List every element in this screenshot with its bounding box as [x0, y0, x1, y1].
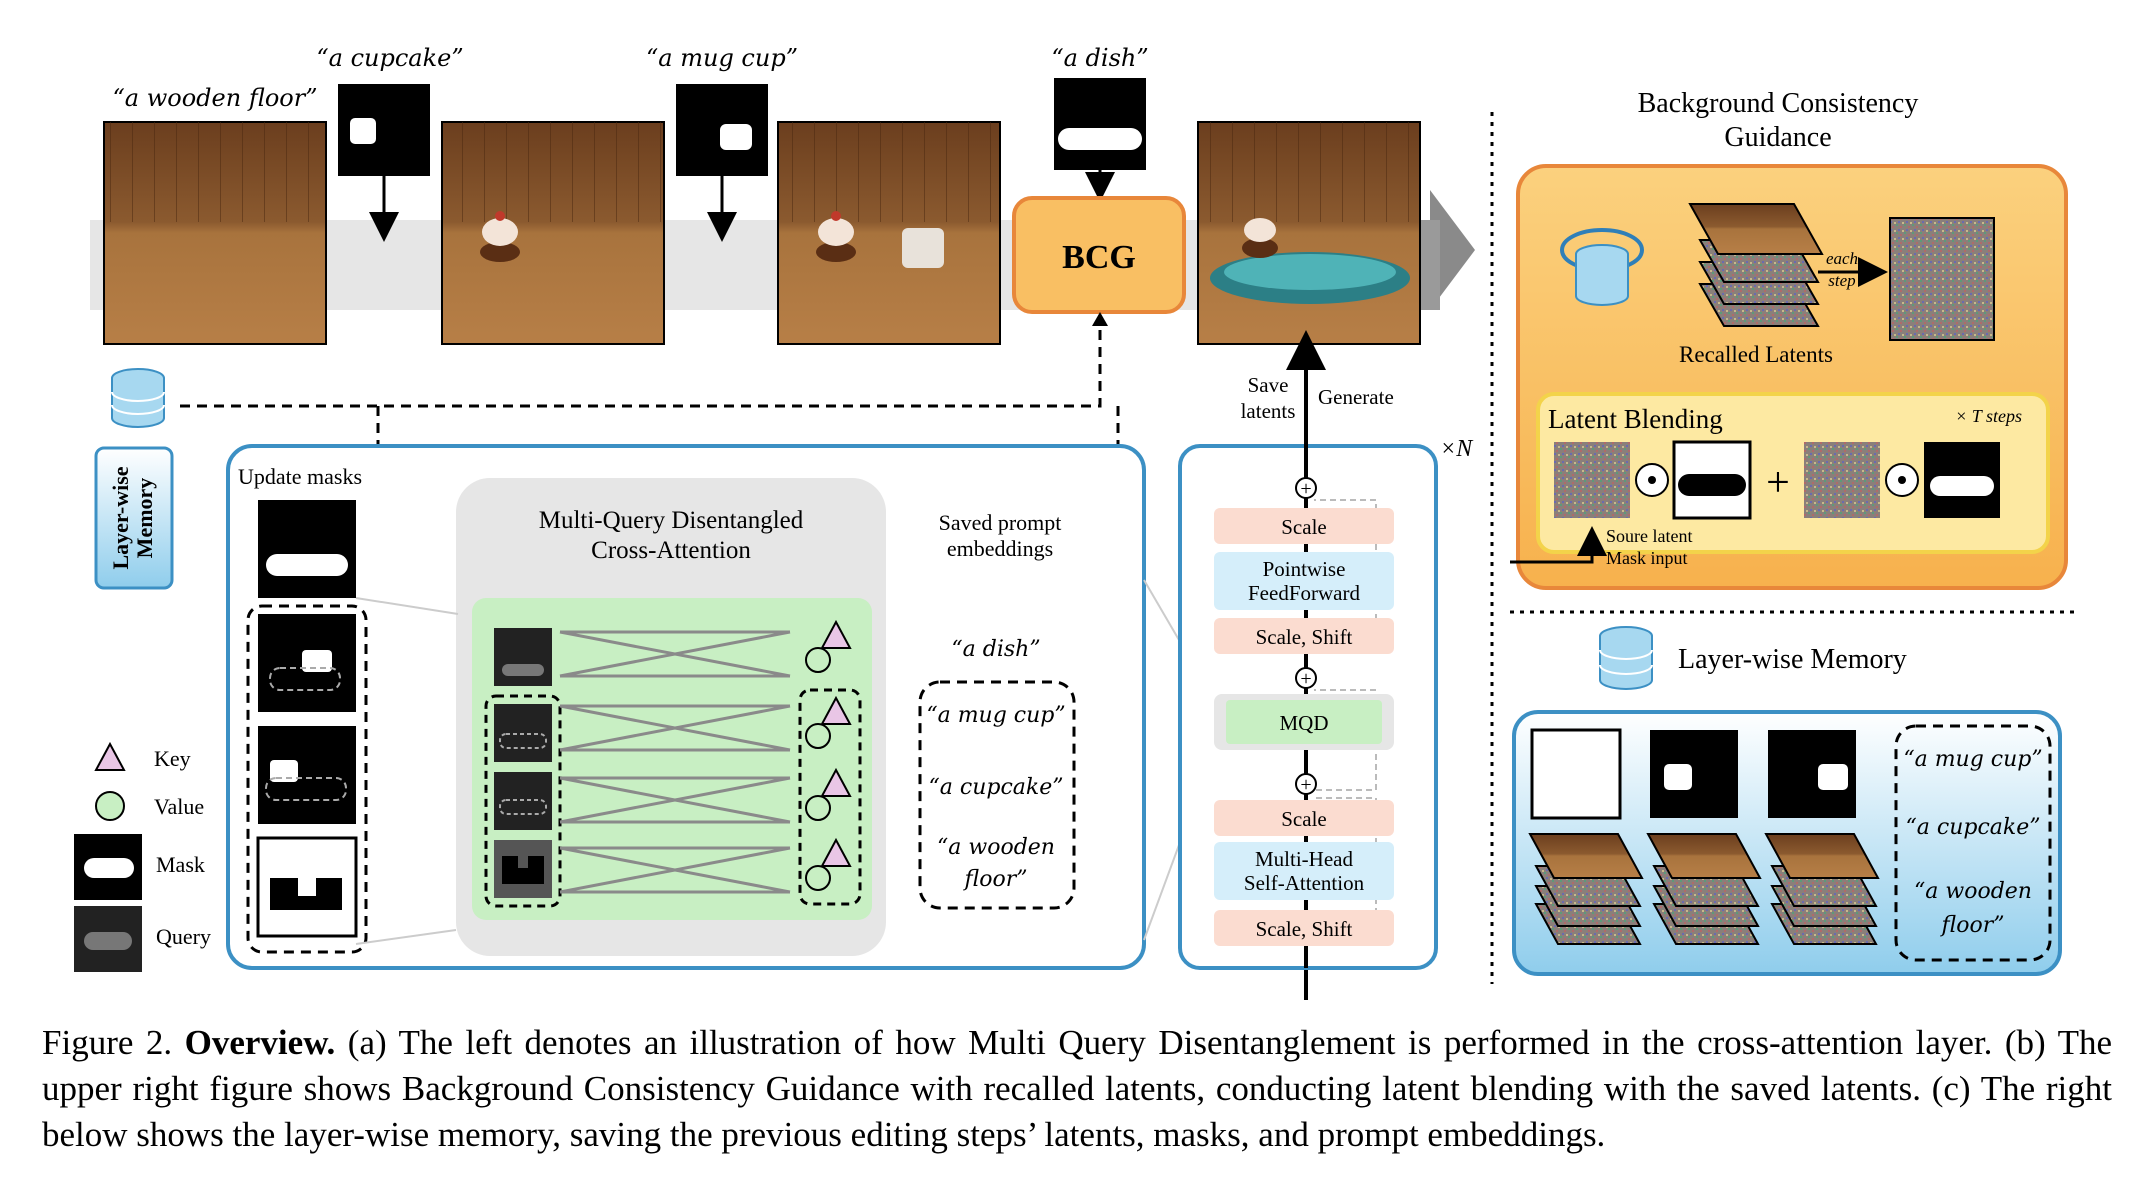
layer-scale-top-label: Scale [1281, 515, 1326, 539]
layer-scale-shift-bottom [1214, 910, 1394, 946]
bcg-title-2: Guidance [1724, 122, 1831, 153]
saved-prompt-floor-2: floor” [963, 867, 1028, 892]
svg-text:+: + [1300, 668, 1311, 690]
legend-mask-label: Mask [156, 852, 205, 877]
memory-icon-left: Layer-wise Memory [94, 368, 174, 590]
update-masks-group [246, 604, 368, 954]
legend-query-label: Query [156, 924, 211, 949]
query-group [484, 694, 562, 908]
legend-value-label: Value [154, 794, 204, 819]
update-masks-label: Update masks [238, 464, 362, 489]
t-steps-label: × T steps [1955, 406, 2022, 426]
generate-label: Generate [1318, 385, 1394, 409]
legend-key-label: Key [154, 746, 191, 771]
layer-mqd [1226, 700, 1382, 744]
memory-label-line1: Layer-wise [108, 466, 133, 569]
memory-label-line2: Memory [132, 478, 157, 559]
mqd-title-line2: Cross-Attention [591, 537, 751, 564]
memory-panel: Layer-wise Memory “a mug cup” “a [1512, 626, 2062, 976]
layer-pointwise-ff [1214, 552, 1394, 610]
svg-text:+: + [1300, 774, 1311, 796]
layer-scale-top [1214, 508, 1394, 544]
save-latents-2: latents [1241, 399, 1296, 423]
saved-prompt-dish: “a dish” [951, 637, 1040, 662]
mqd-title-line1: Multi-Query Disentangled [539, 507, 804, 534]
caption-prefix: Figure 2. [42, 1023, 185, 1062]
recall-memory-icon [1560, 228, 1644, 306]
memory-panel-title: Layer-wise Memory [1678, 644, 1907, 675]
layer-scale-shift-bottom-label: Scale, Shift [1256, 917, 1353, 941]
cross-attention-lines [559, 630, 791, 894]
recalled-latents-label: Recalled Latents [1679, 342, 1833, 367]
layer-mhsa-label-1: Multi-Head [1255, 847, 1353, 871]
prompt-cupcake: “a cupcake” [316, 44, 463, 72]
key-value-pairs [798, 619, 862, 906]
image-mug [777, 121, 1001, 345]
prompt-dish: “a dish” [1051, 44, 1148, 72]
memory-column-1 [1528, 728, 1644, 945]
legend: Key Value Mask Query [74, 741, 211, 972]
layer-mqd-label: MQD [1279, 711, 1328, 735]
layer-pointwise-label: Pointwise [1263, 557, 1346, 581]
image-wooden-floor [103, 121, 327, 345]
mask-input-label: Mask input [1606, 548, 1688, 568]
pipeline-arrow-head [1430, 190, 1475, 310]
memory-panel-icon [1599, 626, 1653, 690]
bcg-block [1012, 196, 1186, 314]
layer-scale-bottom [1214, 800, 1394, 836]
saved-prompt-title-1: Saved prompt [939, 510, 1062, 535]
caption-bold: Overview. [184, 1023, 336, 1062]
layer-scale-shift-top-label: Scale, Shift [1256, 625, 1353, 649]
image-cupcake [441, 121, 665, 345]
pipeline-row: “a wooden floor” “a cupcake” “a mug cup” [90, 44, 1475, 345]
svg-text:+: + [1766, 460, 1790, 506]
layer-mhsa-label-2: Self-Attention [1244, 871, 1365, 895]
layer-scale-shift-top [1214, 618, 1394, 654]
memory-column-2 [1646, 730, 1762, 945]
recalled-latents-stack [1688, 203, 1824, 327]
times-n: ×N [1440, 436, 1474, 462]
saved-prompt-floor-1: “a wooden [937, 835, 1055, 860]
transformer-block: ×N Save latents Generate + + + Scale Poi… [1178, 330, 1474, 1000]
saved-prompt-title-2: embeddings [947, 536, 1053, 561]
memory-prompt-floor-1: “a wooden [1914, 879, 2032, 904]
mqd-panel: Update masks Multi-Query Disentangled Cr… [226, 444, 1146, 970]
overview-diagram: “a wooden floor” “a cupcake” “a mug cup” [74, 44, 2080, 1000]
figure-caption: Figure 2. Overview. (a) The left denotes… [42, 1020, 2112, 1158]
key-value-group [798, 688, 862, 906]
legend-key-icon [94, 741, 126, 771]
layer-mhsa [1214, 842, 1394, 900]
memory-label-box [94, 446, 174, 590]
mqd-green-area [472, 598, 872, 920]
save-latents-1: Save [1248, 373, 1289, 397]
caption-body: (a) The left denotes an illustration of … [42, 1023, 2112, 1154]
saved-prompt-cupcake: “a cupcake” [929, 775, 1064, 800]
saved-prompts-group [918, 680, 1076, 910]
prompt-mug: “a mug cup” [646, 44, 798, 72]
prompt-wooden-floor: “a wooden floor” [113, 84, 318, 112]
layer-feedforward-label: FeedForward [1248, 581, 1360, 605]
legend-value-icon [95, 791, 125, 821]
bcg-panel: Background Consistency Guidance each ste… [1510, 88, 2068, 590]
update-mask-dish [258, 500, 356, 598]
memory-prompts-group [1894, 724, 2052, 962]
saved-prompt-mug: “a mug cup” [926, 703, 1065, 728]
image-dish [1197, 121, 1421, 345]
memory-prompt-cupcake: “a cupcake” [1906, 815, 2041, 840]
latent-blending-title: Latent Blending [1548, 404, 1723, 434]
svg-text:+: + [1300, 478, 1311, 500]
memory-prompt-mug: “a mug cup” [1903, 747, 2042, 772]
memory-prompt-floor-2: floor” [1940, 913, 2005, 938]
layer-scale-bottom-label: Scale [1281, 807, 1326, 831]
memory-column-3 [1764, 730, 1880, 945]
noisy-latent [1889, 217, 1995, 341]
each-step-1: each [1826, 249, 1858, 268]
source-latent-label: Soure latent [1606, 526, 1692, 546]
each-step-2: step [1828, 271, 1855, 290]
mask-dish [1054, 78, 1146, 170]
bcg-title-1: Background Consistency [1638, 88, 1919, 119]
bcg-label: BCG [1062, 239, 1136, 276]
latent-blending-box [1536, 392, 2050, 554]
